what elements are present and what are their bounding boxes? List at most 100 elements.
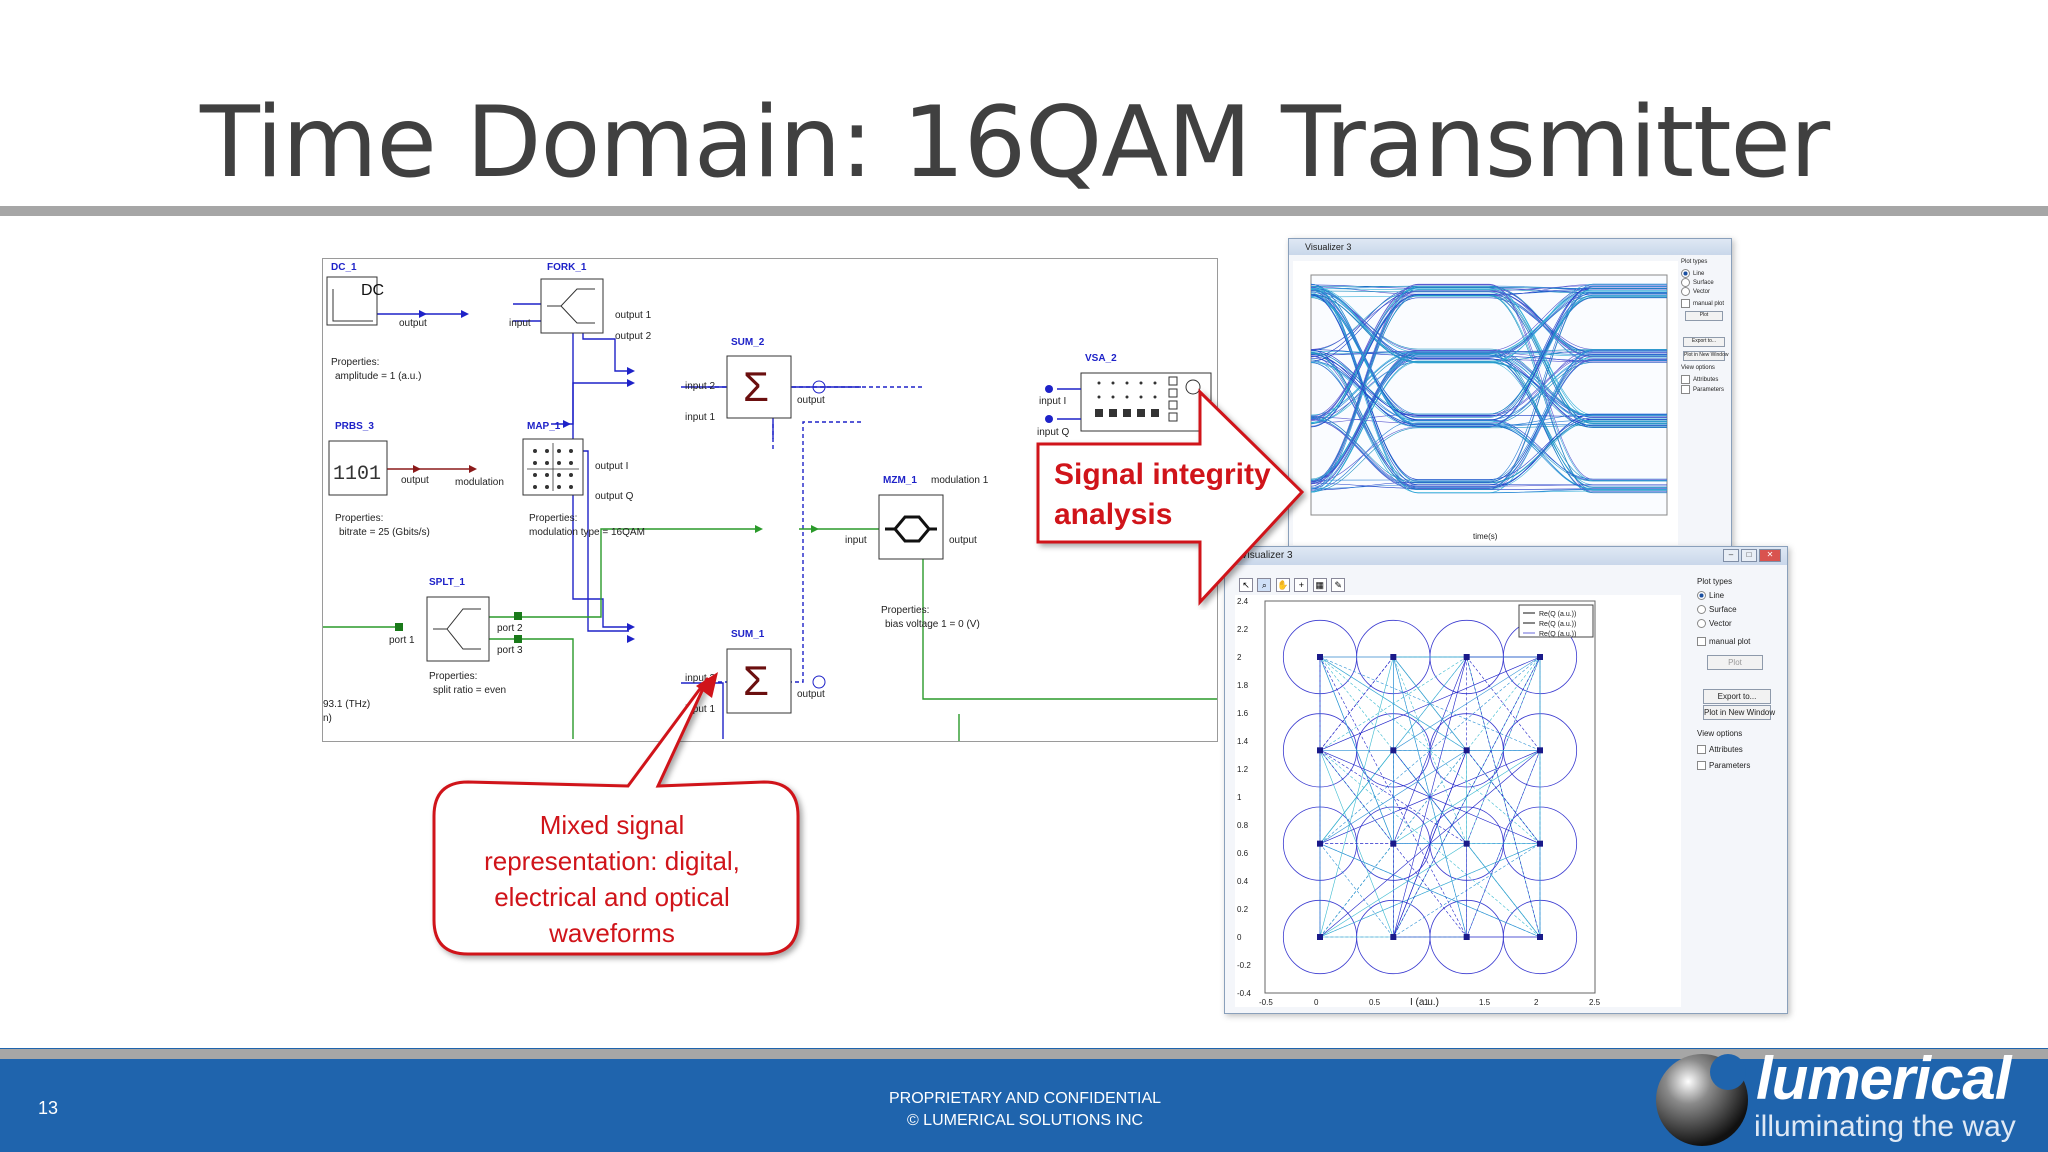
transition-line bbox=[1393, 750, 1541, 844]
confidential-line2: © LUMERICAL SOLUTIONS INC bbox=[906, 1112, 1144, 1129]
constellation-window-title: Visualizer 3 bbox=[1225, 547, 1787, 565]
svg-text:input 2: input 2 bbox=[685, 673, 715, 684]
plot-types-label: Plot types bbox=[1697, 577, 1733, 586]
eye-trace bbox=[1310, 290, 1667, 425]
eye-export-button[interactable]: Export to... bbox=[1683, 337, 1725, 347]
pencil-icon[interactable]: ✎ bbox=[1331, 578, 1346, 592]
eye-line-radio[interactable]: Line bbox=[1681, 269, 1704, 278]
sum1-label: SUM_1 bbox=[731, 629, 765, 640]
svg-text:input I: input I bbox=[1039, 396, 1066, 407]
svg-text:Properties:: Properties: bbox=[335, 513, 383, 524]
footer-divider bbox=[0, 1049, 2048, 1059]
eye-trace bbox=[1310, 294, 1667, 427]
constellation-toolbar: ↖ ⌕ ✋ + ▦ ✎ bbox=[1239, 575, 1359, 592]
transition-line bbox=[1319, 750, 1541, 938]
slide-title: Time Domain: 16QAM Transmitter bbox=[200, 86, 1830, 200]
eye-trace bbox=[1310, 413, 1667, 489]
eye-parameters-checkbox[interactable]: Parameters bbox=[1681, 385, 1724, 394]
symbol-point bbox=[1317, 840, 1323, 847]
x-tick-label: 1 bbox=[1424, 998, 1429, 1007]
svg-text:DC: DC bbox=[361, 282, 384, 299]
eye-trace bbox=[1310, 350, 1667, 488]
y-tick-label: 1.6 bbox=[1237, 709, 1249, 718]
svg-text:input: input bbox=[845, 535, 867, 546]
eye-trace bbox=[1310, 289, 1667, 418]
eye-trace bbox=[1310, 288, 1667, 428]
y-tick-label: 1 bbox=[1237, 793, 1242, 802]
signal-callout-line2: analysis bbox=[1054, 498, 1173, 531]
constellation-side-panel: Plot types Line Surface Vector manual pl… bbox=[1697, 577, 1781, 997]
transition-line bbox=[1319, 656, 1467, 938]
svg-text:port 3: port 3 bbox=[497, 645, 523, 656]
transition-line bbox=[1466, 750, 1541, 938]
svg-text:amplitude = 1 (a.u.): amplitude = 1 (a.u.) bbox=[335, 371, 421, 382]
eye-trace bbox=[1310, 351, 1667, 418]
svg-text:1101: 1101 bbox=[333, 463, 381, 486]
x-tick-label: 0 bbox=[1314, 998, 1319, 1007]
eye-vector-radio[interactable]: Vector bbox=[1681, 287, 1710, 296]
close-button[interactable]: ✕ bbox=[1759, 549, 1781, 562]
parameters-checkbox[interactable]: Parameters bbox=[1697, 761, 1750, 771]
page-number: 13 bbox=[38, 1098, 59, 1118]
confidential-line1: PROPRIETARY AND CONFIDENTIAL bbox=[888, 1090, 1162, 1107]
grid-icon[interactable]: ▦ bbox=[1312, 578, 1327, 592]
eye-new-window-button[interactable]: Plot in New Window bbox=[1683, 351, 1728, 361]
line-radio[interactable]: Line bbox=[1697, 591, 1724, 601]
svg-text:Properties:: Properties: bbox=[331, 357, 379, 368]
eye-plot-button[interactable]: Plot bbox=[1685, 311, 1723, 321]
dc-label: DC_1 bbox=[331, 262, 357, 273]
symbol-point bbox=[1537, 840, 1543, 847]
maximize-button[interactable]: □ bbox=[1741, 549, 1757, 562]
svg-text:output: output bbox=[399, 318, 427, 329]
eye-plot-types-label: Plot types bbox=[1681, 259, 1708, 265]
eye-trace bbox=[1310, 286, 1667, 357]
export-button[interactable]: Export to... bbox=[1703, 689, 1771, 704]
manual-plot-checkbox[interactable]: manual plot bbox=[1697, 637, 1750, 647]
eye-diagram-plot[interactable]: time(s) bbox=[1293, 261, 1678, 545]
eye-attributes-checkbox[interactable]: Attributes bbox=[1681, 375, 1718, 384]
y-tick-label: -0.4 bbox=[1237, 989, 1251, 998]
transition-line bbox=[1466, 656, 1541, 844]
symbol-point bbox=[1317, 654, 1323, 660]
eye-surface-radio[interactable]: Surface bbox=[1681, 278, 1714, 287]
eye-diagram-window[interactable]: Visualizer 3 time(s) Plot types Line Sur… bbox=[1288, 238, 1732, 548]
y-tick-label: 0.6 bbox=[1237, 849, 1249, 858]
transition-line bbox=[1319, 656, 1467, 751]
eye-trace bbox=[1310, 293, 1667, 490]
logo-tagline: illuminating the way bbox=[1754, 1110, 2016, 1143]
attributes-checkbox[interactable]: Attributes bbox=[1697, 745, 1743, 755]
x-axis-label: I (a.u.) bbox=[1410, 997, 1439, 1007]
zoom-icon[interactable]: ⌕ bbox=[1257, 578, 1272, 592]
pointer-icon[interactable]: ↖ bbox=[1239, 578, 1253, 592]
svg-text:output I: output I bbox=[595, 461, 628, 472]
svg-text:input 2: input 2 bbox=[685, 381, 715, 392]
eye-trace bbox=[1310, 293, 1667, 428]
plot-button[interactable]: Plot bbox=[1707, 655, 1763, 670]
prbs-label: PRBS_3 bbox=[335, 421, 374, 432]
svg-text:output 2: output 2 bbox=[615, 331, 652, 342]
plot-new-window-button[interactable]: Plot in New Window bbox=[1703, 705, 1775, 720]
transition-line bbox=[1319, 656, 1541, 844]
vector-radio[interactable]: Vector bbox=[1697, 619, 1732, 629]
symbol-point bbox=[1537, 747, 1543, 754]
pan-icon[interactable]: ✋ bbox=[1275, 578, 1290, 592]
legend-entry: Re(Q (a.u.)) bbox=[1539, 631, 1576, 638]
transition-line bbox=[1319, 750, 1467, 844]
x-tick-label: 0.5 bbox=[1369, 998, 1381, 1007]
transition-line bbox=[1319, 750, 1541, 844]
eye-manual-checkbox[interactable]: manual plot bbox=[1681, 299, 1724, 308]
surface-radio[interactable]: Surface bbox=[1697, 605, 1737, 615]
fork-label: FORK_1 bbox=[547, 262, 587, 273]
svg-text:input 1: input 1 bbox=[685, 704, 715, 715]
minimize-button[interactable]: – bbox=[1723, 549, 1739, 562]
eye-trace bbox=[1310, 283, 1667, 482]
zoom-in-icon[interactable]: + bbox=[1294, 578, 1309, 592]
eye-trace bbox=[1310, 350, 1667, 424]
lumerical-logo: lumerical illuminating the way bbox=[1640, 1040, 2048, 1152]
transition-line bbox=[1319, 656, 1541, 938]
svg-text:output Q: output Q bbox=[595, 491, 634, 502]
eye-trace bbox=[1310, 292, 1667, 494]
svg-text:split ratio = even: split ratio = even bbox=[433, 685, 506, 696]
